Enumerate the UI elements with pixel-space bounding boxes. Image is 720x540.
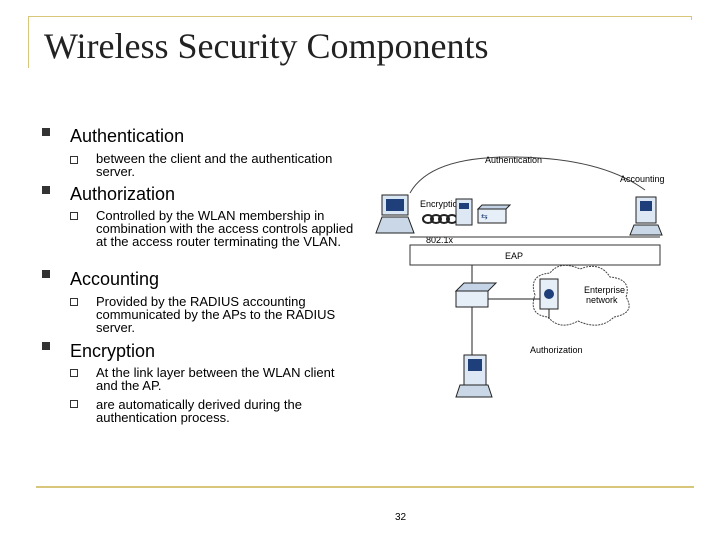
diagram-label-encryption: Encryption	[420, 199, 463, 209]
router-icon	[539, 278, 559, 319]
bullet-square-icon	[42, 128, 50, 136]
slide-title: Wireless Security Components	[44, 26, 489, 66]
diagram-label-network: network	[586, 295, 618, 305]
heading-accounting: Accounting	[70, 269, 160, 289]
distribution-switch-icon	[454, 282, 498, 308]
heading-encryption: Encryption	[70, 341, 156, 361]
bullet-square-icon	[42, 342, 50, 350]
laptop-client-icon	[375, 194, 415, 234]
encryption-detail-2: are automatically derived during the aut…	[96, 397, 302, 425]
authorization-server-icon	[455, 354, 493, 398]
eap-bar	[409, 244, 661, 266]
heading-authorization: Authorization	[70, 184, 176, 204]
accounting-detail: Provided by the RADIUS accounting commun…	[96, 294, 336, 335]
encryption-detail-1: At the link layer between the WLAN clien…	[96, 365, 335, 393]
footer-rule	[36, 486, 694, 488]
authentication-arc	[409, 156, 646, 194]
svg-text:⇆: ⇆	[481, 212, 488, 221]
sub-bullet-box-icon	[70, 212, 78, 220]
heading-authentication: Authentication	[70, 126, 185, 146]
sub-bullet-box-icon	[70, 369, 78, 377]
enterprise-network-cloud	[532, 264, 630, 326]
frame-right-rule	[691, 16, 692, 20]
switch-icon: ⇆	[476, 204, 512, 224]
diagram-label-accounting: Accounting	[620, 174, 665, 184]
bullet-square-icon	[42, 270, 50, 278]
sub-bullet-box-icon	[70, 400, 78, 408]
sub-bullet-box-icon	[70, 298, 78, 306]
bullet-square-icon	[42, 186, 50, 194]
diagram-label-enterprise: Enterprise	[584, 285, 625, 295]
page-number: 32	[395, 512, 407, 523]
frame-left-rule	[28, 16, 29, 68]
sub-bullet-box-icon	[70, 156, 78, 164]
wireless-security-diagram: Authentication Accounting Encryption ⇆ 8…	[375, 155, 665, 398]
authorization-detail: Controlled by the WLAN membership in com…	[96, 208, 354, 249]
diagram-label-802-1x: 802.1x	[426, 235, 454, 245]
authentication-detail: between the client and the authenticatio…	[96, 151, 333, 179]
frame-top-rule	[28, 16, 692, 17]
diagram-label-eap: EAP	[505, 251, 523, 261]
encryption-chain-icon	[422, 214, 458, 224]
accounting-server-icon	[629, 196, 663, 236]
diagram-label-authorization: Authorization	[530, 345, 583, 355]
access-point-icon	[455, 198, 473, 226]
diagram-label-authentication: Authentication	[485, 155, 542, 165]
